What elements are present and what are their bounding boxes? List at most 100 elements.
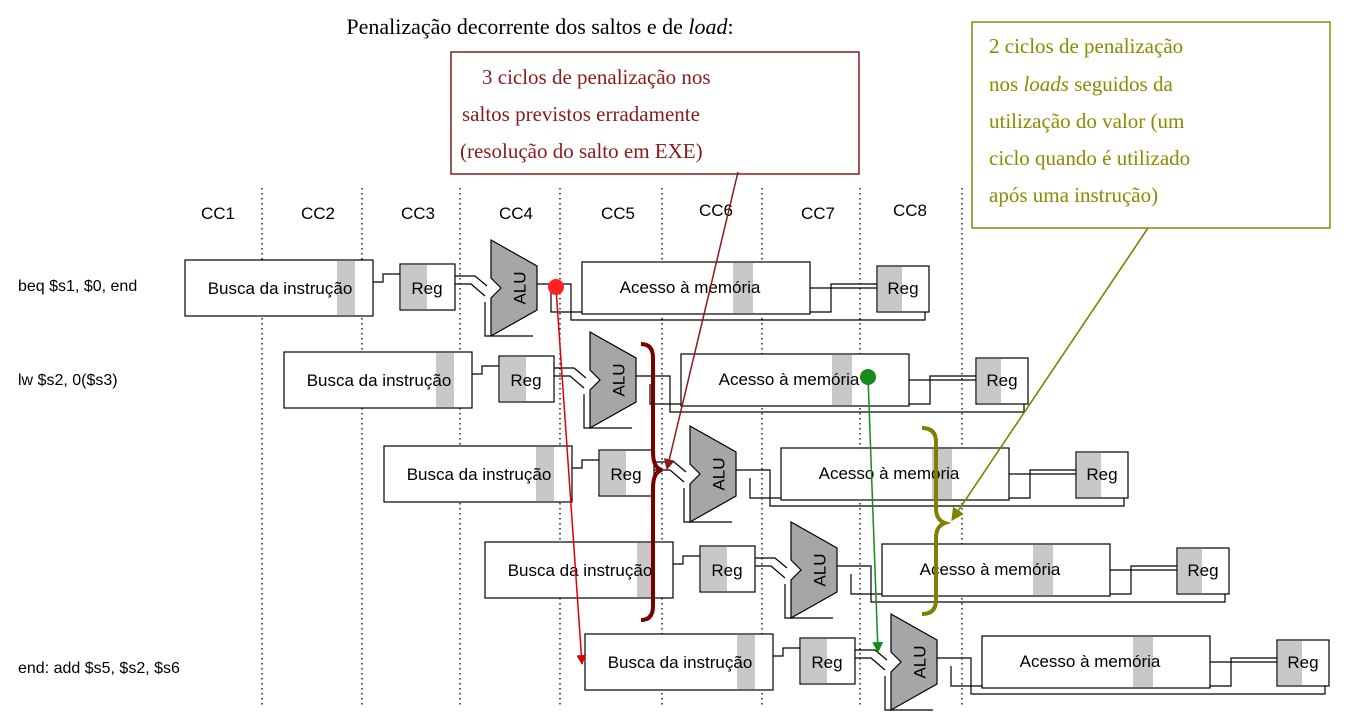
wire [550,283,877,313]
reg-read-shade [500,357,526,401]
reg-write-shade [878,267,902,311]
wire [484,302,533,337]
load-callout-line: utilização do valor (um [989,109,1184,133]
wire [472,365,499,375]
load-penalty-callout: 2 ciclos de penalização nos loads seguid… [971,21,1331,229]
reg-write-shade [1077,453,1101,497]
fetch-stage-label: Busca da instrução [407,465,552,484]
wire [950,657,1277,687]
fetch-stage-label: Busca da instrução [208,279,353,298]
cycle-label: CC3 [401,204,435,223]
reg-write-shade [1278,641,1302,685]
reg-write-label: Reg [1086,465,1117,484]
wire [572,459,599,469]
wire [683,488,732,523]
reg-read-shade [701,547,727,591]
memory-stage-label: Acesso à memória [920,560,1061,579]
cycle-label: CC7 [801,204,835,223]
wire [850,565,1177,595]
load-callout-line: 2 ciclos de penalização [989,34,1183,58]
reg-read-shade [401,265,427,309]
alu-label: ALU [709,457,728,490]
fetch-stage-shade [436,353,454,407]
branch-callout-box [450,51,860,175]
wire [749,469,1076,499]
cycle-label: CC4 [499,204,533,223]
load-forwarding-arrow [867,376,884,654]
wire [673,555,700,565]
pipeline-row: Busca da instrução Reg ALU Acesso à memória… [484,520,1230,620]
fetch-stage-shade [337,261,355,315]
alu-shape [490,238,538,338]
fetch-stage-shade [637,543,655,597]
load-callout-line: após uma instrução) [989,183,1158,207]
reg-write-label: Reg [887,279,918,298]
cycle-label: CC8 [893,201,927,220]
cycle-label: CC1 [201,204,235,223]
wire [583,394,632,429]
memory-stage-shade [1133,637,1153,687]
diagram-title: Penalização decorrente dos saltos e de l… [346,14,733,39]
wire [884,676,933,711]
memory-stage-label: Acesso à memória [1020,652,1161,671]
instruction-label: end: add $s5, $s2, $s6 [18,660,180,677]
wire [649,375,976,405]
alu-label: ALU [810,553,829,586]
reg-read-label: Reg [510,371,541,390]
load-forwarding-dot [860,369,876,385]
load-callout-line-rest: seguidos da [1069,72,1174,96]
reg-read-label: Reg [711,561,742,580]
wire [554,375,585,389]
reg-write-shade [977,359,1001,403]
wire [373,273,400,283]
branch-callout-pointer [663,171,739,471]
branch-callout-line: (resolução do salto em EXE) [460,139,703,163]
reg-read-label: Reg [811,653,842,672]
alu-label: ALU [510,271,529,304]
wire [755,565,786,579]
load-callout-prefix: nos [989,72,1023,96]
memory-stage-shade [832,355,852,405]
fetch-stage-label: Busca da instrução [608,653,753,672]
instruction-label: beq $s1, $0, end [18,278,137,295]
reg-write-shade [1178,549,1202,593]
branch-callout-text: 3 ciclos de penalização nos saltos previ… [460,65,716,163]
alu-label: ALU [910,645,929,678]
branch-penalty-brace [640,342,663,622]
reg-read-shade [801,639,827,683]
title-suffix: : [728,14,734,39]
reg-read-label: Reg [610,465,641,484]
memory-stage-box [581,261,811,315]
load-callout-box [971,21,1331,229]
memory-stage-label: Acesso à memória [819,464,960,483]
cycle-label: CC5 [601,204,635,223]
load-penalty-brace [921,426,952,616]
fetch-stage-label: Busca da instrução [508,561,653,580]
pipeline-row: Busca da instrução Reg ALU Acesso à memória… [584,612,1330,712]
branch-penalty-callout: 3 ciclos de penalização nos saltos previ… [450,51,860,175]
alu-shape [689,424,737,524]
pipeline-row: Busca da instrução Reg ALU Acesso à memória… [383,424,1129,524]
fetch-stage-shade [536,447,554,501]
wire [784,584,833,619]
load-callout-pointer [951,227,1149,522]
memory-stage-shade [733,263,753,313]
wire [855,657,886,671]
reg-read-shade [600,451,626,495]
load-callout-emph: loads [1023,72,1069,96]
instruction-labels: beq $s1, $0, end lw $s2, 0($s3) end: add… [18,278,180,677]
reg-write-label: Reg [1187,561,1218,580]
branch-resolution-dot [548,279,564,295]
wire [554,367,587,379]
load-callout-line: ciclo quando é utilizado [989,146,1190,170]
wire [773,647,800,657]
alu-label: ALU [609,363,628,396]
reg-read-label: Reg [411,279,442,298]
branch-callout-line: saltos previstos erradamente [462,102,700,126]
title-prefix: Penalização decorrente dos saltos e de [346,14,688,39]
reg-write-label: Reg [1287,653,1318,672]
alu-shape [890,612,938,712]
